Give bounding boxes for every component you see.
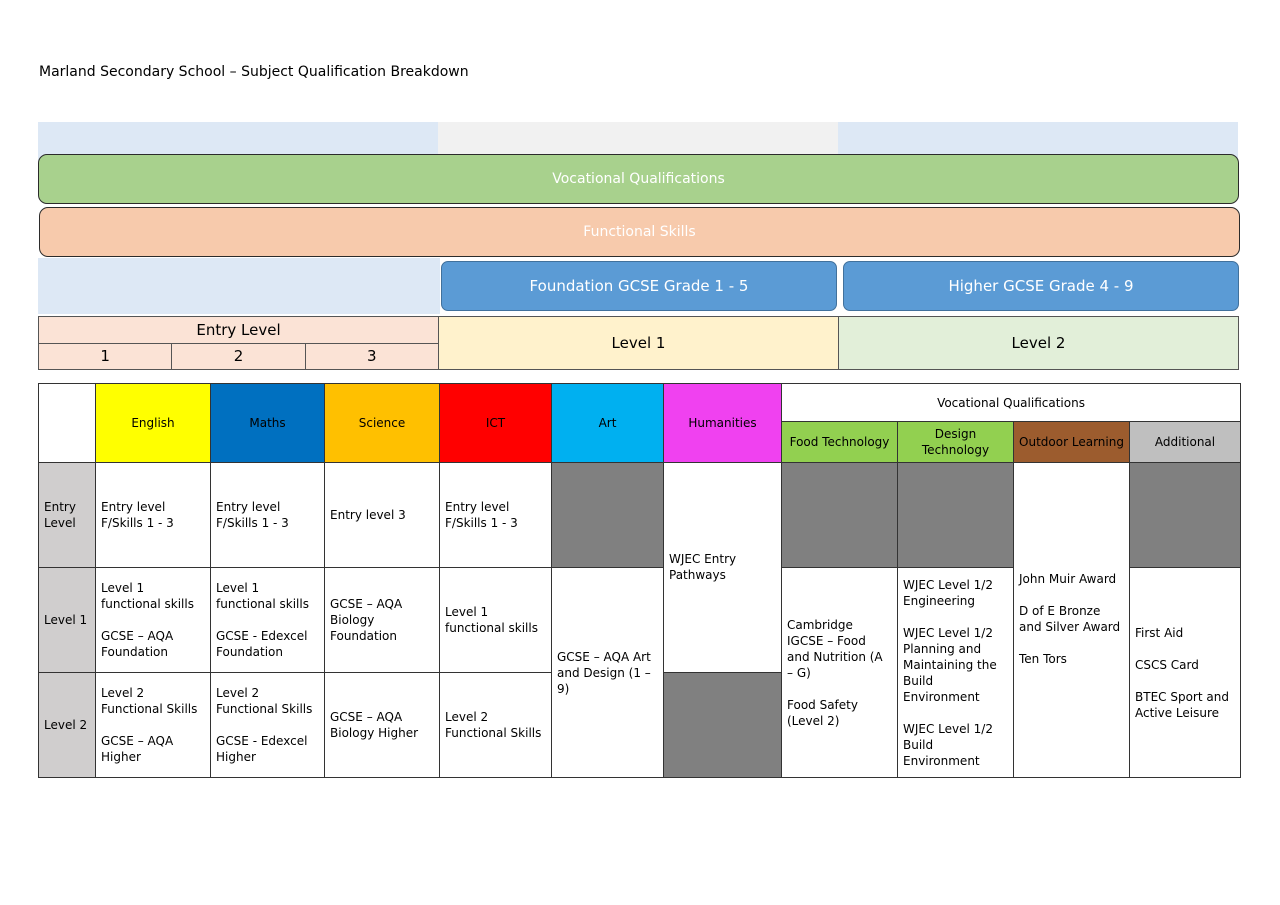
subject-header-art: Art xyxy=(551,383,664,463)
maths-level1-cell: Level 1 functional skills GCSE - Edexcel… xyxy=(210,567,325,673)
additional-cell: First Aid CSCS Card BTEC Sport and Activ… xyxy=(1128,567,1242,778)
outdoor-item: John Muir Award xyxy=(1019,572,1117,586)
food-entry-empty-cell xyxy=(781,462,898,568)
ict-level1-cell: Level 1 functional skills xyxy=(439,567,552,673)
qualification-table: English Maths Science ICT Art Humanities… xyxy=(38,383,1242,778)
maths-l1-item: Level 1 functional skills xyxy=(216,581,309,611)
maths-entry-cell: Entry level F/Skills 1 - 3 xyxy=(210,462,325,568)
entry-sub-3: 3 xyxy=(367,347,377,366)
english-l2-item: Level 2 Functional Skills xyxy=(101,686,198,716)
additional-item: BTEC Sport and Active Leisure xyxy=(1135,689,1229,720)
level-1-box: Level 1 xyxy=(439,316,839,370)
food-item: Cambridge IGCSE – Food and Nutrition (A … xyxy=(787,617,883,680)
maths-level2-cell: Level 2 Functional Skills GCSE - Edexcel… xyxy=(210,672,325,778)
page-title: Marland Secondary School – Subject Quali… xyxy=(39,64,469,80)
english-level2-cell: Level 2 Functional Skills GCSE – AQA Hig… xyxy=(95,672,211,778)
entry-level-label: Entry Level xyxy=(39,317,438,344)
maths-l2-item: Level 2 Functional Skills xyxy=(216,686,313,716)
humanities-entry-l1-cell: WJEC Entry Pathways xyxy=(663,462,782,673)
foundation-gcse-band: Foundation GCSE Grade 1 - 5 xyxy=(441,261,837,311)
entry-level-box: Entry Level 1 2 3 xyxy=(38,316,439,370)
food-technology-cell: Cambridge IGCSE – Food and Nutrition (A … xyxy=(781,567,898,778)
row-label-level-1: Level 1 xyxy=(38,567,96,673)
vocational-qualifications-band: Vocational Qualifications xyxy=(38,154,1239,204)
outdoor-item: D of E Bronze and Silver Award xyxy=(1019,604,1121,634)
maths-l1-item: GCSE - Edexcel Foundation xyxy=(216,629,308,659)
english-level1-cell: Level 1 functional skills GCSE – AQA Fou… xyxy=(95,567,211,673)
outdoor-learning-cell: John Muir Award D of E Bronze and Silver… xyxy=(1013,462,1130,778)
subject-header-outdoor-learning: Outdoor Learning xyxy=(1013,421,1130,463)
design-technology-cell: WJEC Level 1/2 Engineering WJEC Level 1/… xyxy=(897,567,1014,778)
diagram-background-gcse-row xyxy=(38,258,440,314)
maths-l2-item: GCSE - Edexcel Higher xyxy=(216,734,308,764)
subject-header-humanities: Humanities xyxy=(663,383,782,463)
subject-header-ict: ICT xyxy=(439,383,552,463)
subject-header-food-technology: Food Technology xyxy=(781,421,898,463)
functional-skills-band: Functional Skills xyxy=(39,207,1240,257)
humanities-level2-empty-cell xyxy=(663,672,782,778)
additional-item: First Aid xyxy=(1135,625,1184,640)
additional-entry-empty-cell xyxy=(1128,462,1242,568)
art-level1-level2-cell: GCSE – AQA Art and Design (1 – 9) xyxy=(551,567,664,778)
english-l1-item: GCSE – AQA Foundation xyxy=(101,629,174,659)
subject-header-maths: Maths xyxy=(210,383,325,463)
row-label-entry-level: Entry Level xyxy=(38,462,96,568)
row-label-level-2: Level 2 xyxy=(38,672,96,778)
subject-header-science: Science xyxy=(324,383,440,463)
design-entry-empty-cell xyxy=(897,462,1014,568)
english-entry-cell: Entry level F/Skills 1 - 3 xyxy=(95,462,211,568)
subject-header-additional: Additional xyxy=(1128,421,1242,463)
science-entry-cell: Entry level 3 xyxy=(324,462,440,568)
ict-level2-cell: Level 2 Functional Skills xyxy=(439,672,552,778)
additional-item: CSCS Card xyxy=(1135,657,1199,672)
design-item: WJEC Level 1/2 Engineering xyxy=(903,577,993,608)
english-l1-item: Level 1 functional skills xyxy=(101,581,194,611)
subject-header-design-technology: Design Technology xyxy=(897,421,1014,463)
entry-sub-2: 2 xyxy=(172,343,306,369)
art-entry-empty-cell xyxy=(551,462,664,568)
food-item: Food Safety (Level 2) xyxy=(787,697,858,728)
design-item: WJEC Level 1/2 Planning and Maintaining … xyxy=(903,625,997,704)
subject-header-english: English xyxy=(95,383,211,463)
design-item: WJEC Level 1/2 Build Environment xyxy=(903,721,993,768)
ict-entry-cell: Entry level F/Skills 1 - 3 xyxy=(439,462,552,568)
table-corner-cell xyxy=(38,383,96,463)
entry-sub-1: 1 xyxy=(39,343,173,369)
level-2-box: Level 2 xyxy=(839,316,1239,370)
science-level1-cell: GCSE – AQA Biology Foundation xyxy=(324,567,440,673)
science-level2-cell: GCSE – AQA Biology Higher xyxy=(324,672,440,778)
outdoor-item: Ten Tors xyxy=(1019,652,1067,666)
vocational-qualifications-header: Vocational Qualifications xyxy=(780,383,1242,422)
higher-gcse-band: Higher GCSE Grade 4 - 9 xyxy=(843,261,1239,311)
english-l2-item: GCSE – AQA Higher xyxy=(101,734,174,764)
